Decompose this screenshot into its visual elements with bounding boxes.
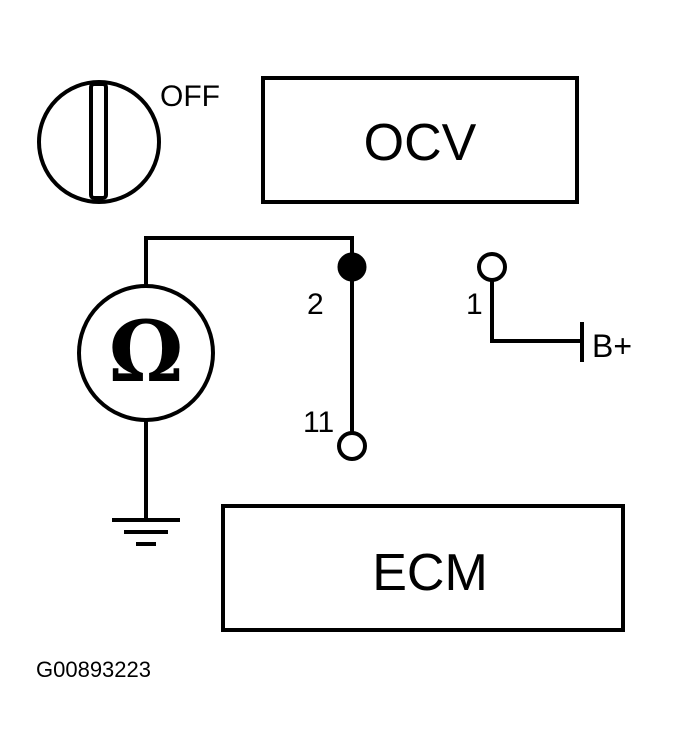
ocv-box [261,76,579,204]
ohmmeter-icon: Ω [77,284,215,422]
terminal-1-icon [477,252,507,282]
ignition-switch-icon [37,80,161,204]
battery-positive-label: B+ [592,328,632,364]
terminal-11-icon [337,431,367,461]
ecm-box [221,504,625,632]
pin-2-label: 2 [307,288,324,321]
ground-icon [112,420,180,546]
ohm-symbol: Ω [109,302,184,401]
battery-wiring [490,280,584,362]
ocv-label: OCV [364,114,477,172]
ecm-label: ECM [372,544,488,602]
pin-11-label: 11 [303,406,334,439]
terminal-2-icon [337,252,367,282]
switch-off-label: OFF [160,80,220,113]
meter-wiring [144,236,354,432]
figure-id: G00893223 [36,657,151,682]
pin-1-label: 1 [466,288,483,321]
